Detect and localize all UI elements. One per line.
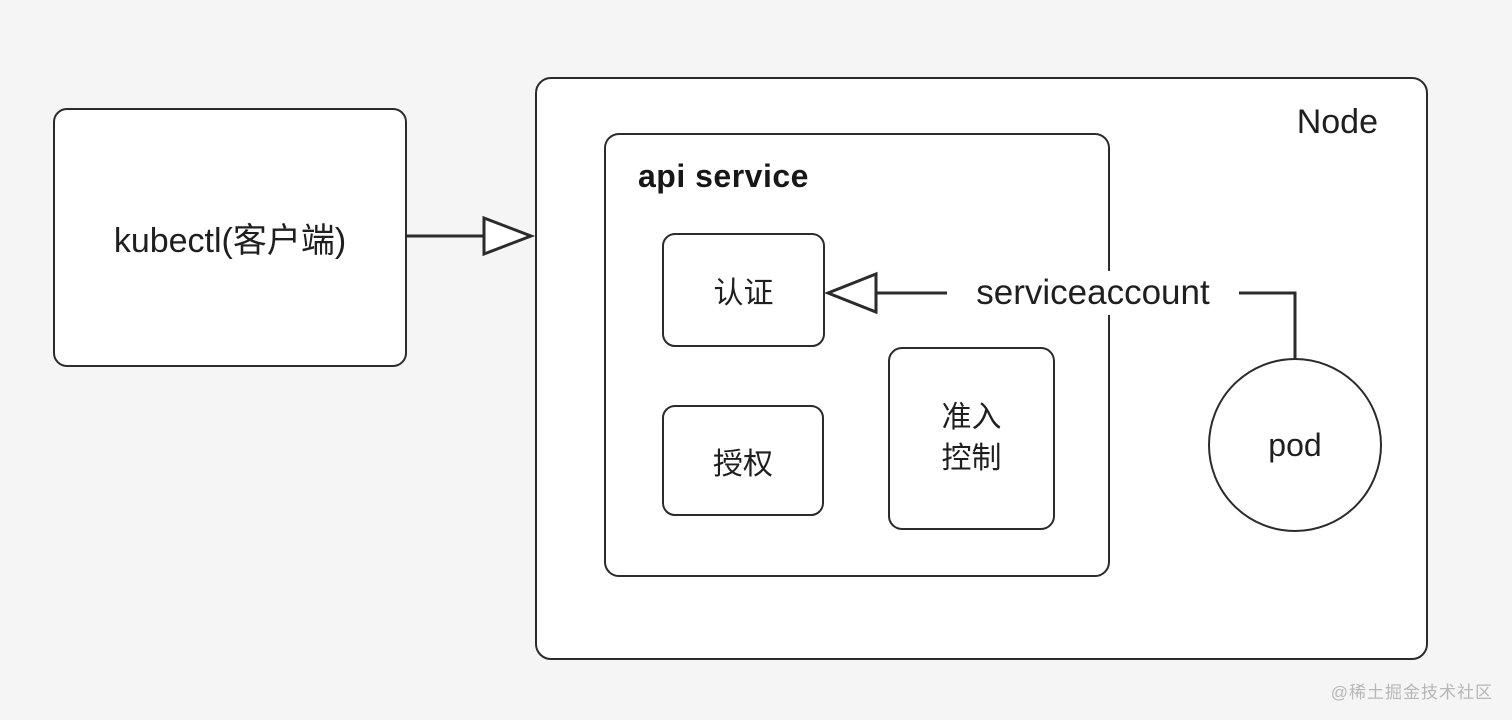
arrow-kubectl-to-node bbox=[407, 215, 536, 257]
api-service-label: api service bbox=[638, 158, 809, 194]
admission-control-box: 准入 控制 bbox=[888, 347, 1055, 530]
kubectl-client-box: kubectl(客户端) bbox=[53, 108, 407, 367]
pod-circle: pod bbox=[1208, 358, 1382, 532]
pod-label: pod bbox=[1268, 426, 1322, 463]
admission-control-label: 准入 控制 bbox=[942, 398, 1002, 479]
admission-control-line1: 准入 bbox=[941, 401, 1002, 434]
authorization-label: 授权 bbox=[713, 447, 773, 481]
authentication-label: 认证 bbox=[713, 277, 774, 310]
node-label: Node bbox=[1296, 103, 1378, 141]
serviceaccount-label: serviceaccount bbox=[947, 271, 1239, 315]
admission-control-line2: 控制 bbox=[941, 441, 1002, 475]
authorization-box: 授权 bbox=[662, 405, 824, 516]
kubectl-client-label: kubectl(客户端) bbox=[113, 222, 347, 260]
authentication-box: 认证 bbox=[662, 233, 825, 347]
watermark: @稀土掘金技术社区 bbox=[1330, 683, 1493, 702]
